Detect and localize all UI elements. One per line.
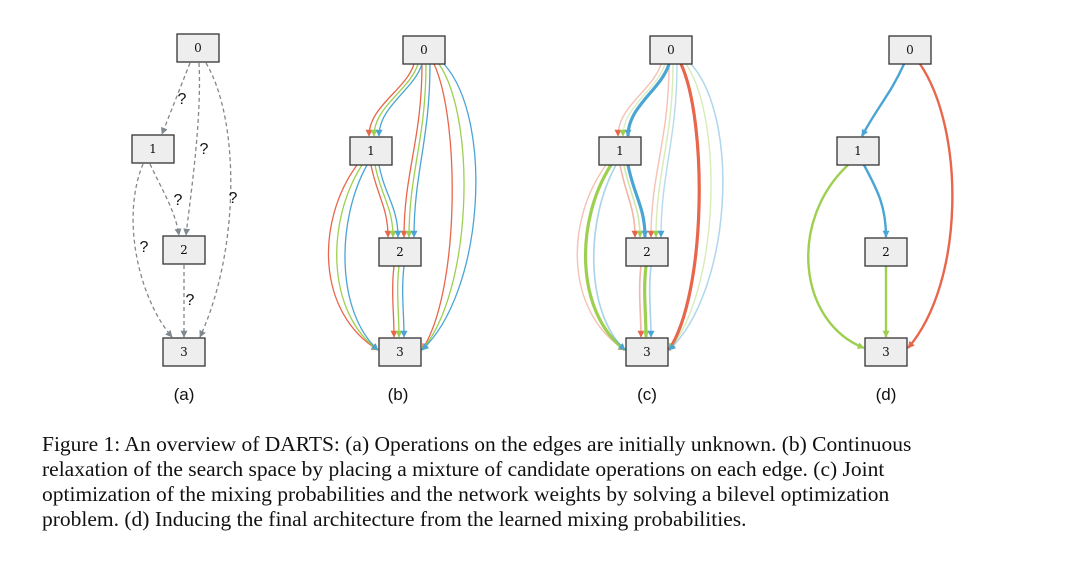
edge-0-1-blue <box>375 63 423 137</box>
node-1-box <box>131 134 175 164</box>
edge-1-2-red <box>370 164 392 238</box>
edge-1-3-green <box>807 164 865 350</box>
edge-1-3-blue <box>344 164 379 351</box>
edge-2-3-blue <box>400 265 408 338</box>
edge-1-3-unknown <box>132 163 173 338</box>
edge-0-1-blue <box>860 63 906 137</box>
node-2-label: 2 <box>180 243 188 257</box>
node-2-box <box>864 237 908 267</box>
node-2-box <box>162 235 206 265</box>
node-3-box <box>625 337 669 367</box>
edge-0-2-red <box>400 63 423 238</box>
caption-line: problem. (d) Inducing the final architec… <box>42 507 747 531</box>
node-0-label: 0 <box>667 43 675 57</box>
unknown-mark: ? <box>186 292 195 309</box>
edge-0-3-green <box>421 63 465 351</box>
node-0-label: 0 <box>420 43 428 57</box>
caption-line: Figure 1: An overview of DARTS: (a) Oper… <box>42 432 912 456</box>
node-2-label: 2 <box>882 245 890 259</box>
edge-1-3-red <box>327 164 379 351</box>
node-3-box <box>162 337 206 367</box>
edge-0-2-blue <box>410 63 431 238</box>
node-1-box <box>349 136 393 166</box>
node-1-label: 1 <box>616 144 624 158</box>
unknown-mark: ? <box>140 239 149 256</box>
edge-1-3-blue <box>592 164 626 351</box>
edge-1-3-green <box>583 164 626 352</box>
panel-label-c: (c) <box>637 385 657 404</box>
node-3-box <box>378 337 422 367</box>
panel-label-a: (a) <box>174 385 195 404</box>
edge-0-1-red <box>365 63 415 137</box>
edge-0-1-blue <box>624 63 671 137</box>
caption-line: optimization of the mixing probabilities… <box>42 482 890 506</box>
darts-diagram: 0 1 2 3 0 1 2 3 0 1 2 3 0 1 2 3 ?????? (a) (b) (c) (d) <box>131 33 954 404</box>
edge-0-3-red <box>907 63 954 349</box>
edge-1-2-red <box>619 164 639 238</box>
node-2-label: 2 <box>643 245 651 259</box>
edge-1-2-green <box>623 164 644 238</box>
edge-2-3-blue <box>647 265 655 338</box>
caption-line: relaxation of the search space by placin… <box>42 457 885 481</box>
edge-1-2-green <box>374 164 397 238</box>
node-3-label: 3 <box>396 345 404 359</box>
node-0-box <box>888 35 932 65</box>
edge-2-3-red <box>637 265 645 338</box>
edge-0-3-red <box>667 63 701 351</box>
unknown-mark: ? <box>174 192 183 209</box>
node-0-label: 0 <box>194 41 202 55</box>
edge-2-3-green <box>395 265 403 338</box>
edge-0-1-green <box>619 63 666 137</box>
edge-1-2-blue <box>862 164 890 238</box>
node-0-box <box>649 35 693 65</box>
panel-label-b: (b) <box>388 385 409 404</box>
node-2-box <box>625 237 669 267</box>
node-0-label: 0 <box>906 43 914 57</box>
node-3-label: 3 <box>882 345 890 359</box>
unknown-mark: ? <box>229 190 238 207</box>
unknown-mark: ? <box>178 91 187 108</box>
edge-2-3-red <box>390 265 398 338</box>
node-1-box <box>598 136 642 166</box>
edge-1-2-blue <box>378 164 402 238</box>
node-1-label: 1 <box>149 142 157 156</box>
node-3-label: 3 <box>643 345 651 359</box>
edge-0-2-red <box>647 63 670 238</box>
node-3-label: 3 <box>180 345 188 359</box>
edge-0-1-green <box>370 63 419 137</box>
edge-0-1-red <box>614 63 662 137</box>
figure-caption: Figure 1: An overview of DARTS: (a) Oper… <box>42 432 1052 532</box>
node-0-box <box>176 33 220 63</box>
unknown-mark: ? <box>200 141 209 158</box>
edge-0-1-unknown <box>161 62 191 135</box>
edge-0-3-green <box>668 63 712 351</box>
edge-0-3-blue <box>668 63 724 351</box>
edge-1-2-blue <box>626 164 649 238</box>
node-1-box <box>836 136 880 166</box>
edge-0-2-unknown <box>183 62 201 236</box>
node-2-label: 2 <box>396 245 404 259</box>
node-0-box <box>402 35 446 65</box>
edge-0-2-blue <box>657 63 678 238</box>
node-1-label: 1 <box>854 144 862 158</box>
node-3-box <box>864 337 908 367</box>
panel-label-d: (d) <box>876 385 897 404</box>
edge-2-3-green <box>642 265 650 338</box>
edge-0-3-blue <box>421 63 477 351</box>
edge-0-2-green <box>652 63 674 238</box>
edge-0-3-unknown <box>199 62 232 338</box>
node-2-box <box>378 237 422 267</box>
node-1-label: 1 <box>367 144 375 158</box>
edge-0-2-green <box>405 63 427 238</box>
edge-1-3-red <box>576 164 626 351</box>
edge-1-2-unknown <box>149 163 182 236</box>
edge-0-3-red <box>421 63 453 351</box>
edge-1-3-green <box>336 164 379 351</box>
